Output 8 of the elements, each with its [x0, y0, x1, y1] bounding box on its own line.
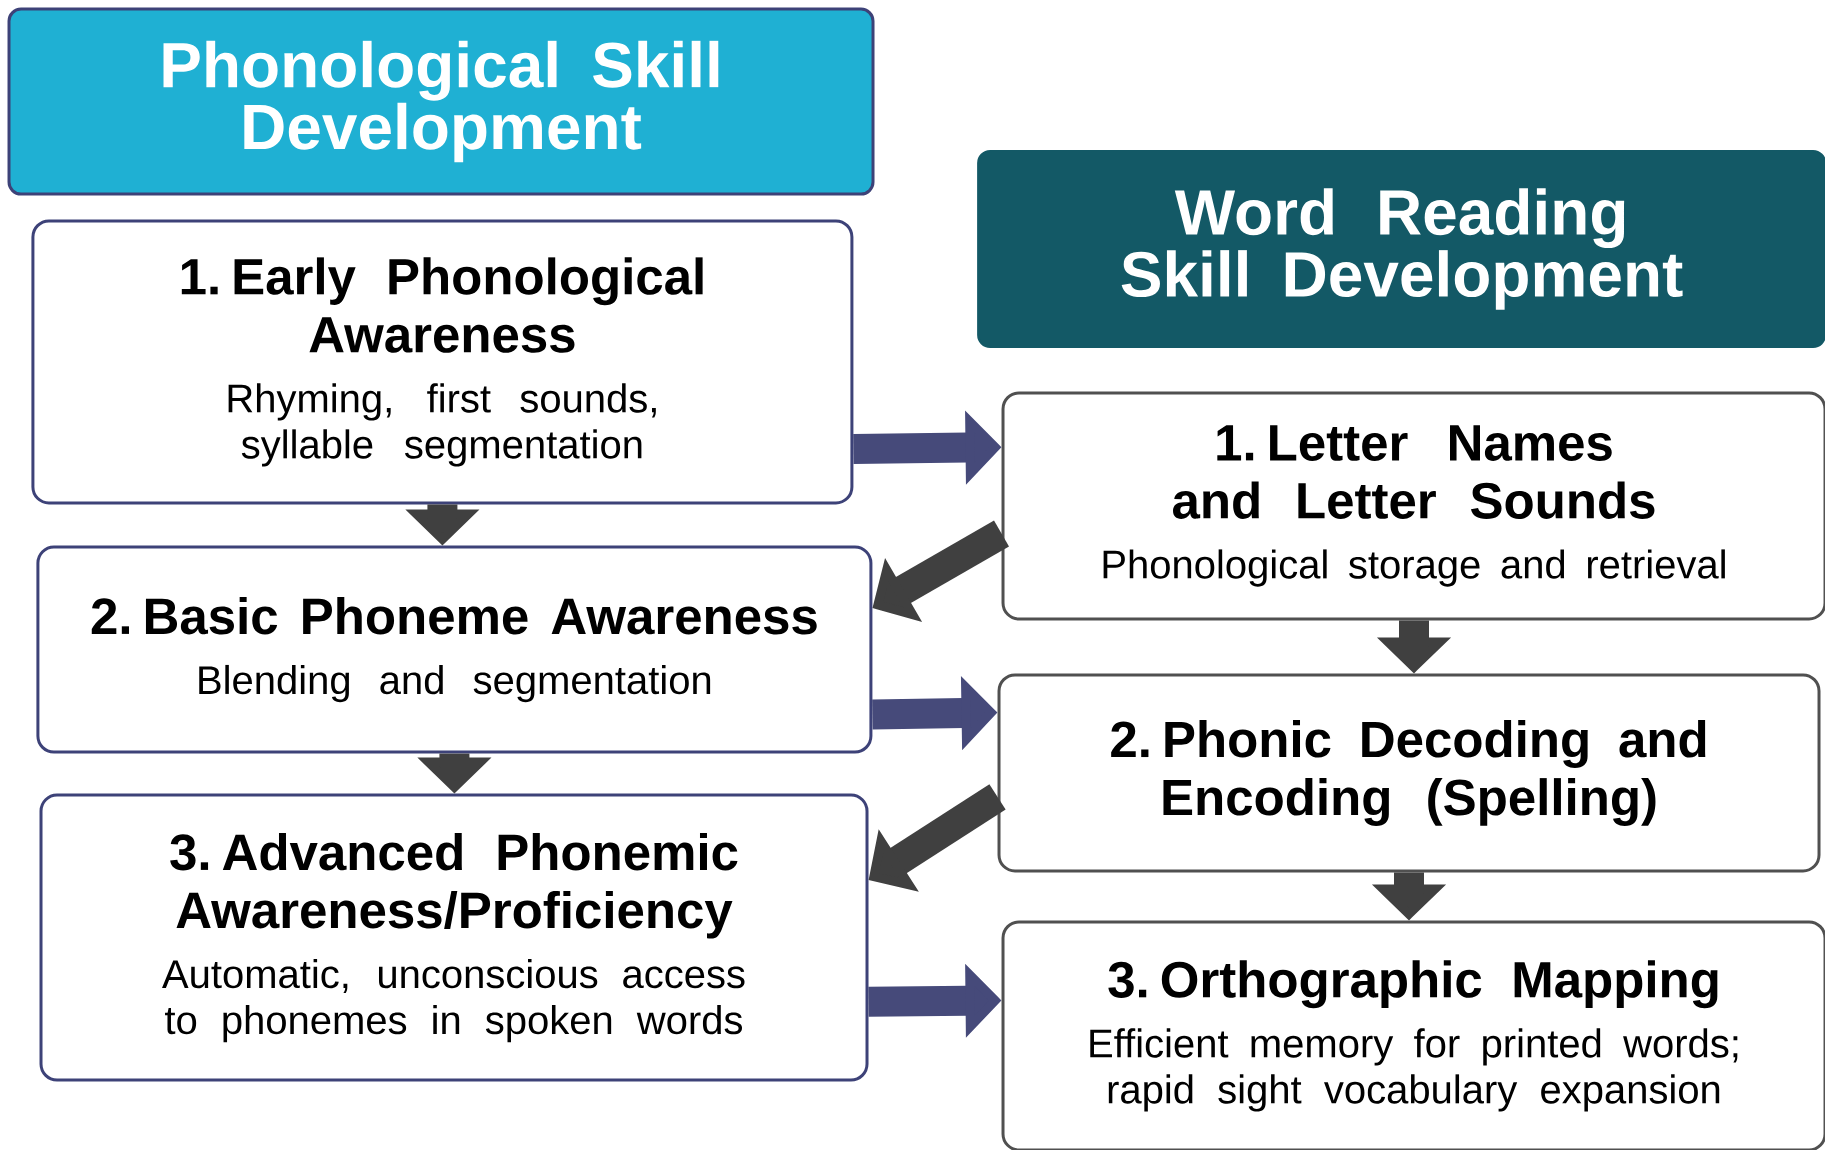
stage-box: 3. Orthographic Mapping Efficient memory for printed words; rapid sight vocabulary expansion [1001, 920, 1825, 1150]
stage-box: 2. Phonic Decoding and Encoding (Spelling) [997, 673, 1821, 873]
stage-box: 2. Basic Phoneme Awareness Blending and segmentation [36, 545, 873, 754]
stage-box: 1. Letter Names and Letter Sounds Phonological storage and retrieval [1001, 391, 1825, 621]
stage-box: 1. Early Phonological Awareness Rhyming, first sounds, syllable segmentation [31, 219, 854, 505]
stage-box: 3. Advanced Phonemic Awareness/Proficiency Automatic, unconscious access to phonemes in spoken words [39, 793, 869, 1082]
header-box: Word Reading Skill Development [977, 150, 1825, 348]
header-box: Phonological Skill Development [7, 7, 875, 196]
